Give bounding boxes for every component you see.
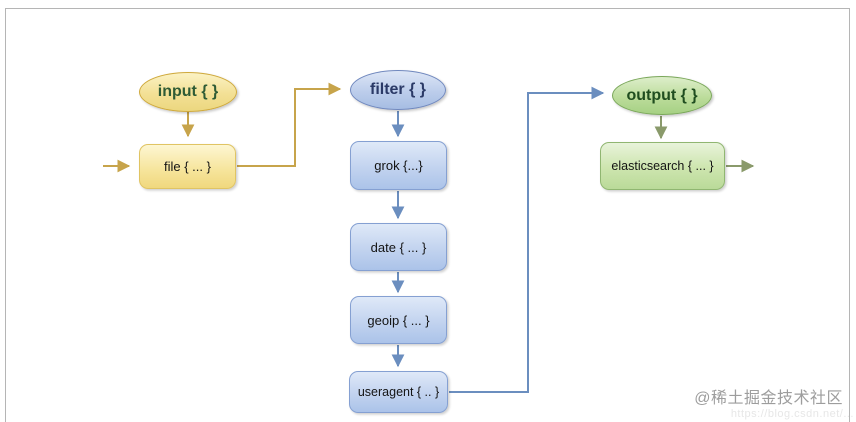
stage-filter-ellipse: filter { }	[350, 70, 446, 110]
community-watermark: @稀土掘金技术社区	[694, 390, 843, 407]
plugin-useragent-label: useragent { .. }	[357, 385, 440, 399]
stage-output-label: output { }	[626, 86, 698, 104]
plugin-elasticsearch-box: elasticsearch { ... }	[600, 142, 725, 190]
plugin-useragent-box: useragent { .. }	[349, 371, 448, 413]
plugin-file-box: file { ... }	[139, 144, 236, 189]
plugin-elasticsearch-label: elasticsearch { ... }	[611, 159, 714, 173]
plugin-geoip-box: geoip { ... }	[350, 296, 447, 344]
plugin-grok-box: grok {...}	[350, 141, 447, 190]
stage-input-label: input { }	[157, 83, 219, 100]
plugin-geoip-label: geoip { ... }	[367, 312, 430, 328]
edge-useragent-to-output	[449, 86, 605, 393]
plugin-grok-label: grok {...}	[374, 158, 423, 173]
plugin-file-label: file { ... }	[164, 159, 211, 174]
stage-input-ellipse: input { }	[139, 72, 237, 112]
url-watermark: https://blog.csdn.net/...	[730, 408, 854, 420]
edge-file-to-filter	[237, 82, 342, 167]
stage-filter-label: filter { }	[369, 81, 426, 98]
stage-output-ellipse: output { }	[612, 76, 712, 115]
plugin-date-label: date { ... }	[370, 239, 427, 255]
plugin-date-box: date { ... }	[350, 223, 447, 271]
diagram-frame-border	[5, 8, 850, 422]
